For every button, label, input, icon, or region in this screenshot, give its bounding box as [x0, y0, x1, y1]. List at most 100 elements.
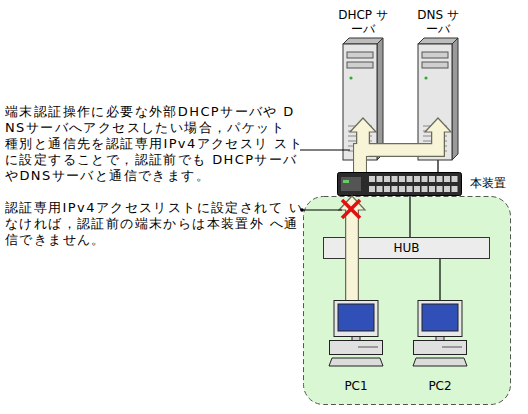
switch-port	[452, 186, 458, 192]
server-node: DNS サーバ	[413, 8, 463, 118]
flow-arrow	[339, 196, 365, 300]
cable-line	[439, 259, 440, 300]
flow-arrow	[360, 118, 451, 172]
vent-line	[348, 151, 372, 152]
pc-node: PC2	[412, 300, 468, 396]
switch-led	[343, 180, 349, 183]
server-icon	[418, 38, 458, 163]
switch-port	[444, 176, 450, 182]
network-cable	[440, 259, 441, 300]
switch-port	[399, 186, 405, 192]
device-label: 本装置	[470, 176, 506, 190]
drive-slot	[358, 347, 378, 348]
screen	[422, 304, 458, 331]
network-cable	[356, 259, 357, 300]
server-label: DNS サーバ	[413, 8, 463, 36]
hub-label: HUB	[324, 238, 489, 258]
network-cable	[363, 118, 364, 172]
switch-port	[377, 176, 383, 182]
vent-line	[423, 126, 447, 127]
switch-port	[407, 186, 413, 192]
pc-label: PC2	[412, 379, 468, 393]
server-top	[418, 38, 458, 44]
vent-line	[423, 136, 447, 137]
switch-port	[422, 186, 428, 192]
vent-line	[348, 126, 372, 127]
flow-arrow-fill	[360, 129, 363, 172]
switch-port	[429, 176, 435, 182]
vent-line	[423, 146, 447, 147]
flow-arrow-head	[425, 118, 451, 132]
pc-node: PC1	[328, 300, 384, 396]
leader-line	[302, 210, 342, 211]
network-cable	[438, 118, 439, 172]
vent-line	[348, 146, 372, 147]
screen	[338, 304, 374, 331]
flow-arrow-fill	[346, 207, 358, 300]
pc-body	[414, 341, 467, 355]
server-side	[377, 38, 383, 160]
pc-body	[330, 341, 383, 355]
vent-line	[348, 131, 372, 132]
server-icon	[343, 38, 383, 163]
switch-port	[437, 186, 443, 192]
server-top	[343, 38, 383, 44]
drive-bay	[422, 62, 448, 68]
flow-arrow	[360, 129, 438, 172]
block-mark	[342, 200, 360, 218]
hub-node: HUB	[323, 237, 490, 259]
switch-port	[429, 186, 435, 192]
switch-port	[437, 176, 443, 182]
keyboard	[329, 358, 383, 366]
network-cable	[410, 196, 411, 237]
flow-arrow-outline	[360, 132, 363, 172]
vent-line	[423, 151, 447, 152]
cable-line	[437, 118, 438, 172]
drive-slot	[442, 347, 462, 348]
switch-body	[338, 173, 462, 196]
switch-icon	[337, 172, 462, 196]
server-side	[452, 38, 458, 160]
flow-arrow-outline	[360, 132, 438, 172]
switch-port	[392, 176, 398, 182]
server-label: DHCP サーバ	[338, 8, 388, 36]
flow-arrow	[360, 129, 363, 172]
vent-line	[348, 136, 372, 137]
drive-bay	[347, 52, 373, 58]
pc-label: PC1	[328, 379, 384, 393]
cable-line	[362, 118, 363, 172]
cable-line	[409, 196, 410, 237]
server-front	[418, 44, 452, 160]
callout-text: 認証専用IPv4アクセスリストに設定されて いなければ，認証前の端末からは本装置…	[5, 200, 303, 248]
switch-port	[414, 176, 420, 182]
switch-port	[384, 176, 390, 182]
status-led	[424, 76, 427, 79]
status-led	[349, 76, 352, 79]
drive-bay	[422, 52, 448, 58]
drive-bay	[347, 62, 373, 68]
cable-line	[355, 259, 356, 300]
pc-icon	[328, 300, 384, 370]
switch-panel	[341, 177, 361, 191]
flow-arrow	[350, 118, 376, 172]
switch-node: 本装置	[337, 172, 462, 196]
flow-arrow	[352, 207, 353, 300]
switch-port	[369, 176, 375, 182]
switch-port	[444, 186, 450, 192]
switch-port	[369, 186, 375, 192]
flow-arrow-head	[339, 196, 365, 210]
switch-port	[407, 176, 413, 182]
keyboard	[413, 358, 467, 366]
callout-text: 端末認証操作に必要な外部DHCPサーバや DNSサーバへアクセスしたい場合，パケ…	[5, 104, 303, 184]
pc-icon	[412, 300, 468, 370]
server-front	[343, 44, 377, 160]
flow-arrow-fill	[360, 129, 438, 172]
flow-arrow-head	[350, 118, 376, 132]
vent-line	[423, 141, 447, 142]
block-mark	[342, 200, 360, 218]
vent-line	[348, 141, 372, 142]
monitor-neck	[352, 337, 360, 341]
monitor	[418, 301, 462, 337]
flow-arrow-outline	[345, 210, 359, 300]
